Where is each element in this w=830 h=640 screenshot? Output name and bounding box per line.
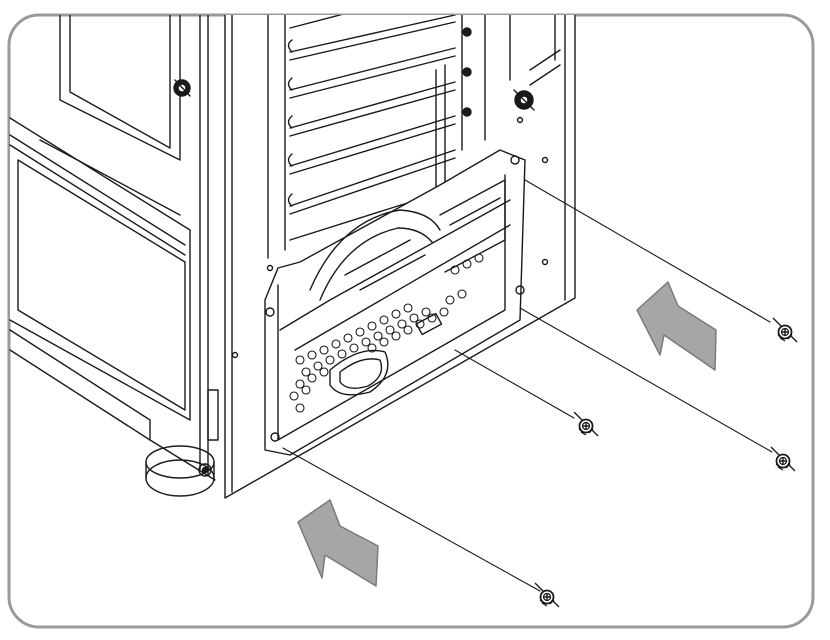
case-side-panel xyxy=(9,15,219,497)
screw-guide-lines xyxy=(282,179,773,592)
push-arrow-left xyxy=(297,499,379,587)
expansion-slot-covers xyxy=(267,15,486,259)
psu-bracket xyxy=(264,149,526,456)
push-arrow-right xyxy=(636,281,717,371)
